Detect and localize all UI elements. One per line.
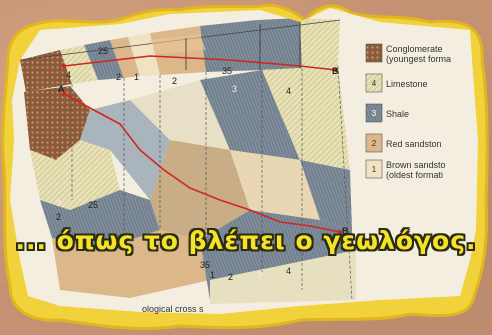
top-unit-label: 2: [116, 72, 122, 82]
construction-lines: [71, 65, 353, 301]
point-b-label: B: [332, 66, 339, 76]
top-unit-label: 1: [134, 72, 140, 82]
front-dip-label: 25: [88, 200, 99, 210]
legend-number-limestone: 4: [371, 79, 377, 88]
legend-number-brown-sandstone: 1: [371, 165, 377, 174]
point-b-front-label: B: [342, 226, 349, 236]
block-front: [24, 66, 356, 304]
top-dip-label: 25: [98, 46, 109, 56]
legend-label-shale: Shale: [386, 109, 410, 119]
top-unit-label: 3: [90, 70, 96, 80]
front-unit-label: 1: [210, 270, 216, 280]
figure-title-fragment: ological cross s: [142, 304, 204, 314]
point-a-label: A: [58, 84, 65, 94]
top-unit-label: 4: [66, 70, 72, 80]
legend-label-red-sandstone: Red sandston: [386, 139, 442, 149]
legend: [365, 43, 383, 179]
front-dip-right-label: 35: [200, 260, 211, 270]
front-unit-label: 2: [56, 212, 62, 222]
front-unit-label: 3: [56, 198, 62, 208]
front-unit-label: 4: [286, 266, 292, 276]
legend-sub-conglomerate: (youngest forma: [386, 54, 452, 64]
caption: ... όπως το βλέπει ο γεωλόγος.: [15, 226, 477, 255]
top-unit-label: 4: [286, 86, 292, 96]
profile-line-terrain: [63, 93, 341, 233]
legend-number-red-sandstone: 2: [371, 139, 377, 148]
legend-sub-brown-sandstone: (oldest formati: [386, 170, 444, 180]
top-unit-label: 2: [172, 76, 178, 86]
top-unit-label: 3: [232, 84, 238, 94]
front-unit-label: 3: [258, 270, 264, 280]
profile-line-top: [63, 55, 337, 71]
legend-number-shale: 3: [371, 109, 377, 118]
legend-label-conglomerate: Conglomerate: [386, 44, 443, 54]
legend-label-brown-sandstone: Brown sandsto: [386, 160, 446, 170]
top-dip-right-label: 35: [222, 66, 233, 76]
legend-label-limestone: Limestone: [386, 79, 428, 89]
front-unit-label: 2: [228, 272, 234, 282]
